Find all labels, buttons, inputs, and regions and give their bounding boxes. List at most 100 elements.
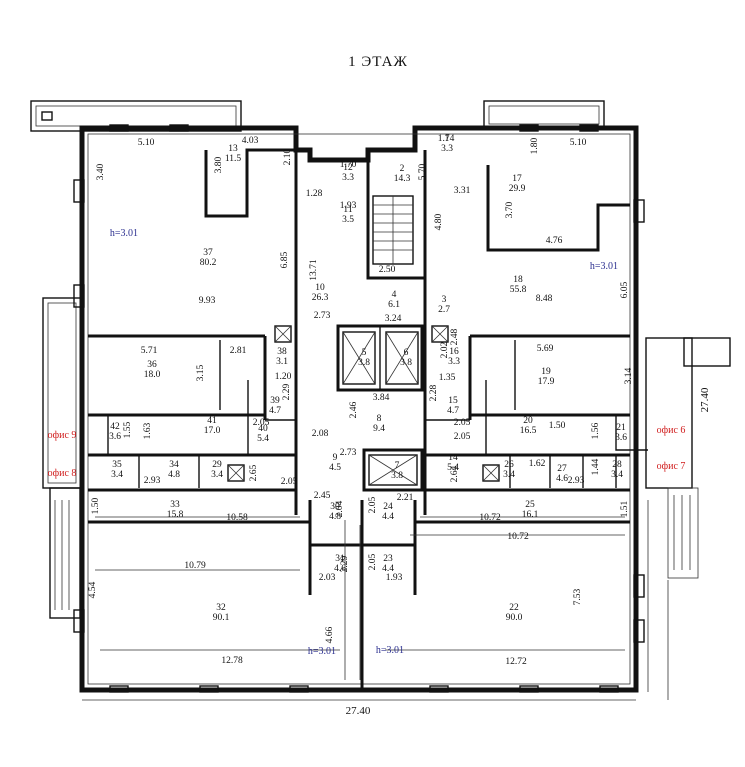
room-40-number: 40 — [258, 424, 268, 434]
room-29-area: 3.4 — [211, 470, 223, 480]
dimension-label: 1.63 — [143, 422, 153, 439]
room-11-number: 11 — [343, 205, 352, 215]
room-17-area: 29.9 — [509, 184, 526, 194]
dimension-label: 1.80 — [530, 137, 540, 154]
room-9-number: 9 — [333, 453, 338, 463]
window-marks — [73, 124, 645, 693]
ceiling-height: h=3.01 — [376, 645, 404, 656]
room-36-area: 18.0 — [144, 370, 161, 380]
dimension-label: 5.71 — [141, 346, 158, 356]
dimension-label: 1.28 — [306, 189, 323, 199]
office-label: офис 8 — [48, 468, 77, 479]
room-9-area: 4.5 — [329, 463, 341, 473]
room-26-area: 3.4 — [503, 470, 515, 480]
ceiling-height: h=3.01 — [590, 261, 618, 272]
dimension-label: 3.40 — [96, 163, 106, 180]
dimension-lines — [82, 516, 636, 701]
dimension-label: 4.54 — [88, 581, 98, 598]
dimension-label: 2.73 — [340, 448, 357, 458]
dimension-label: 7.53 — [573, 588, 583, 605]
dimension-label: 1.50 — [91, 497, 101, 514]
dimension-label: 5.70 — [418, 163, 428, 180]
room-28-area: 3.4 — [611, 470, 623, 480]
dimension-label: 2.29 — [340, 555, 350, 572]
room-27-number: 27 — [557, 464, 567, 474]
room-1-number: 1 — [445, 134, 450, 144]
dimension-label: 2.05 — [368, 553, 378, 570]
overall-width: 27.40 — [346, 705, 371, 717]
room-10-area: 26.3 — [312, 293, 329, 303]
room-42-number: 42 — [110, 422, 120, 432]
dimension-label: 3.14 — [624, 367, 634, 384]
room-25-number: 25 — [525, 500, 535, 510]
room-18-number: 18 — [513, 275, 523, 285]
room-15-area: 4.7 — [447, 406, 459, 416]
room-30-area: 4.8 — [329, 512, 341, 522]
dimension-label: 1.51 — [620, 500, 630, 517]
room-18-area: 55.8 — [510, 285, 527, 295]
ceiling-height: h=3.01 — [110, 228, 138, 239]
dimension-label: 10.72 — [479, 513, 501, 523]
dimension-label: 2.46 — [349, 401, 359, 418]
room-15-number: 15 — [448, 396, 458, 406]
dimension-label: 10.79 — [184, 561, 206, 571]
room-36-number: 36 — [147, 360, 157, 370]
room-12-area: 3.3 — [342, 173, 354, 183]
room-2-area: 14.3 — [394, 174, 411, 184]
room-32-area: 90.1 — [213, 613, 230, 623]
room-42-area: 3.6 — [109, 432, 121, 442]
room-22-number: 22 — [509, 603, 519, 613]
dimension-label: 1.20 — [275, 372, 292, 382]
dimension-label: 1.50 — [549, 421, 566, 431]
room-20-number: 20 — [523, 416, 533, 426]
room-40-area: 5.4 — [257, 434, 269, 444]
dimension-label: 2.28 — [429, 384, 439, 401]
room-41-number: 41 — [207, 416, 217, 426]
room-5-number: 5 — [362, 348, 367, 358]
dimension-label: 9.93 — [199, 296, 216, 306]
room-33-area: 15.8 — [167, 510, 184, 520]
dimension-label: 3.84 — [373, 393, 390, 403]
room-35-number: 35 — [112, 460, 122, 470]
dimension-label: 1.55 — [123, 421, 133, 438]
left-porch — [42, 297, 82, 619]
room-labels: 3780.21311.5123.3113.5214.313.31729.9185… — [109, 134, 627, 623]
office-label: офис 7 — [657, 461, 686, 472]
room-17-number: 17 — [512, 174, 522, 184]
room-32-number: 32 — [216, 603, 226, 613]
room-16-number: 16 — [449, 347, 459, 357]
dimension-label: 2.02 — [440, 341, 450, 358]
office-label: офис 9 — [48, 430, 77, 441]
dimension-label: 2.04 — [335, 500, 345, 517]
dimension-label: 5.10 — [570, 138, 587, 148]
room-11-area: 3.5 — [342, 215, 354, 225]
dimension-label: 10.58 — [226, 513, 248, 523]
room-21-number: 21 — [616, 423, 626, 433]
room-35-area: 3.4 — [111, 470, 123, 480]
right-porch — [645, 337, 731, 700]
dimension-label: 3.15 — [196, 364, 206, 381]
room-25-area: 16.1 — [522, 510, 539, 520]
room-2-number: 2 — [400, 164, 405, 174]
room-34-number: 34 — [169, 460, 179, 470]
room-31-number: 31 — [335, 554, 345, 564]
elevators — [227, 325, 500, 486]
room-41-area: 17.0 — [204, 426, 221, 436]
dimension-label: 4.03 — [242, 136, 259, 146]
dimension-label: 2.65 — [249, 464, 259, 481]
room-26-number: 26 — [504, 460, 514, 470]
dimension-label: 1.93 — [386, 573, 403, 583]
dimension-label: 2.05 — [253, 418, 270, 428]
dimension-label: 3.80 — [214, 156, 224, 173]
room-4-area: 6.1 — [388, 300, 400, 310]
room-3-number: 3 — [442, 295, 447, 305]
room-30-number: 30 — [330, 502, 340, 512]
dimension-label: 2.64 — [450, 465, 460, 482]
room-4-number: 4 — [392, 290, 397, 300]
room-23-area: 4.4 — [382, 564, 394, 574]
room-7-area: 3.8 — [391, 471, 403, 481]
